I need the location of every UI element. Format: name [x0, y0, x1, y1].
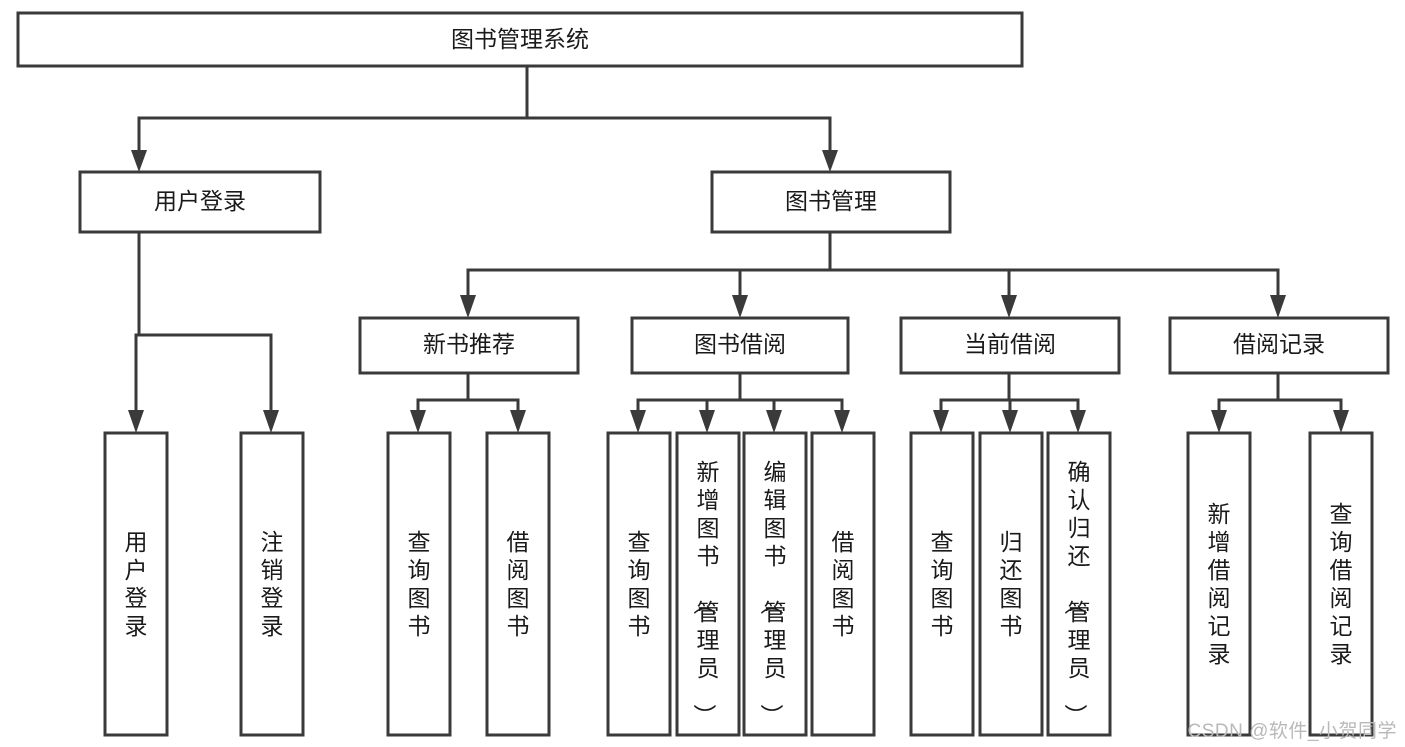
node-user-login-box[interactable]: [78, 170, 322, 234]
node-borrow-record-label: 借阅记录: [1233, 331, 1325, 357]
connector-group-book-borrow: [630, 371, 850, 433]
node-leaf-user-login[interactable]: 用户登录: [103, 431, 169, 737]
node-leaf-query-record-box[interactable]: [1308, 431, 1374, 737]
node-leaf-logout-login-label: 注销登录: [261, 529, 284, 639]
node-current-borrow-label: 当前借阅: [964, 331, 1056, 357]
connector-group-current-borrow: [933, 371, 1086, 433]
node-new-book-recommend-label: 新书推荐: [423, 331, 515, 357]
arrow-head-leaf-add-book: [699, 410, 715, 433]
node-leaf-add-record-box[interactable]: [1186, 431, 1252, 737]
node-leaf-query-book-1-box[interactable]: [386, 431, 452, 737]
node-user-login-label: 用户登录: [154, 188, 246, 214]
csdn-watermark: CSDN @软件_小贺同学: [1187, 721, 1397, 742]
node-root-label: 图书管理系统: [451, 26, 589, 52]
node-book-management-box[interactable]: [710, 170, 952, 234]
node-leaf-add-book[interactable]: 新增图书（管理员）: [675, 431, 741, 737]
node-leaf-return-book[interactable]: 归还图书: [978, 431, 1044, 737]
node-current-borrow[interactable]: 当前借阅: [899, 316, 1121, 375]
arrow-head-user-login: [131, 150, 147, 172]
node-leaf-return-book-box[interactable]: [978, 431, 1044, 737]
node-leaf-return-book-label: 归还图书: [1000, 529, 1023, 639]
node-leaf-borrow-book-2-label: 借阅图书: [832, 529, 855, 639]
node-leaf-borrow-book-2-box[interactable]: [810, 431, 876, 737]
node-root-box[interactable]: [16, 11, 1024, 68]
node-leaf-query-record-label: 查询借阅记录: [1330, 501, 1353, 667]
node-book-borrow-label: 图书借阅: [694, 331, 786, 357]
connector-group-book-management: [460, 230, 1286, 318]
node-leaf-add-record-label: 新增借阅记录: [1208, 501, 1231, 667]
arrow-head-book-borrow: [732, 295, 748, 318]
node-root[interactable]: 图书管理系统: [16, 11, 1024, 68]
connector-group-user-login: [128, 230, 279, 433]
arrow-head-leaf-user-login: [128, 410, 144, 433]
node-leaf-query-record[interactable]: 查询借阅记录: [1308, 431, 1374, 737]
arrow-head-leaf-logout-login: [263, 410, 279, 433]
node-book-borrow-box[interactable]: [630, 316, 850, 375]
arrow-head-leaf-add-record: [1211, 410, 1227, 433]
node-new-book-recommend-box[interactable]: [358, 316, 580, 375]
arrow-head-leaf-query-book-2: [630, 410, 646, 433]
node-leaf-confirm-return-label: 确认归还（管理员）: [1063, 459, 1091, 727]
arrow-head-current-borrow: [1001, 295, 1017, 318]
arrow-head-leaf-confirm-return: [1070, 410, 1086, 433]
connector-group-new-book-recommend: [410, 371, 526, 433]
connector-group-root: [131, 64, 838, 172]
arrow-head-leaf-return-book: [1002, 410, 1018, 433]
arrow-head-new-book-recommend: [460, 295, 476, 318]
node-leaf-add-record[interactable]: 新增借阅记录: [1186, 431, 1252, 737]
node-leaf-user-login-label: 用户登录: [125, 529, 148, 639]
arrow-head-leaf-query-record: [1333, 410, 1349, 433]
node-user-login[interactable]: 用户登录: [78, 170, 322, 234]
arrow-head-leaf-query-book-1: [410, 410, 426, 433]
node-leaf-add-book-label: 新增图书（管理员）: [692, 459, 720, 727]
node-leaf-confirm-return[interactable]: 确认归还（管理员）: [1046, 431, 1112, 737]
arrow-head-leaf-query-book-3: [933, 410, 949, 433]
node-leaf-edit-book[interactable]: 编辑图书（管理员）: [742, 431, 808, 737]
arrow-head-leaf-edit-book: [766, 410, 782, 433]
node-leaf-confirm-return-box[interactable]: [1046, 431, 1112, 737]
node-current-borrow-box[interactable]: [899, 316, 1121, 375]
node-leaf-borrow-book-1-box[interactable]: [485, 431, 551, 737]
arrow-head-borrow-record: [1270, 295, 1286, 318]
node-leaf-borrow-book-2[interactable]: 借阅图书: [810, 431, 876, 737]
node-new-book-recommend[interactable]: 新书推荐: [358, 316, 580, 375]
node-leaf-query-book-1-label: 查询图书: [408, 529, 431, 639]
node-book-management[interactable]: 图书管理: [710, 170, 952, 234]
arrow-head-leaf-borrow-book-1: [510, 410, 526, 433]
connector-group-borrow-record: [1211, 371, 1349, 433]
node-leaf-query-book-1[interactable]: 查询图书: [386, 431, 452, 737]
node-leaf-query-book-2-box[interactable]: [606, 431, 672, 737]
node-book-borrow[interactable]: 图书借阅: [630, 316, 850, 375]
node-leaf-borrow-book-1[interactable]: 借阅图书: [485, 431, 551, 737]
node-book-management-label: 图书管理: [785, 188, 877, 214]
node-leaf-query-book-3-label: 查询图书: [931, 529, 954, 639]
node-leaf-edit-book-label: 编辑图书（管理员）: [759, 459, 787, 727]
node-leaf-edit-book-box[interactable]: [742, 431, 808, 737]
node-leaf-query-book-2[interactable]: 查询图书: [606, 431, 672, 737]
node-leaf-borrow-book-1-label: 借阅图书: [507, 529, 530, 639]
node-leaf-logout-login-box[interactable]: [239, 431, 305, 737]
node-leaf-logout-login[interactable]: 注销登录: [239, 431, 305, 737]
arrow-head-leaf-borrow-book-2: [834, 410, 850, 433]
node-leaf-add-book-box[interactable]: [675, 431, 741, 737]
node-leaf-query-book-2-label: 查询图书: [628, 529, 651, 639]
arrow-head-book-management: [822, 150, 838, 172]
node-leaf-user-login-box[interactable]: [103, 431, 169, 737]
node-borrow-record[interactable]: 借阅记录: [1168, 316, 1390, 375]
node-borrow-record-box[interactable]: [1168, 316, 1390, 375]
node-leaf-query-book-3-box[interactable]: [909, 431, 975, 737]
node-leaf-query-book-3[interactable]: 查询图书: [909, 431, 975, 737]
